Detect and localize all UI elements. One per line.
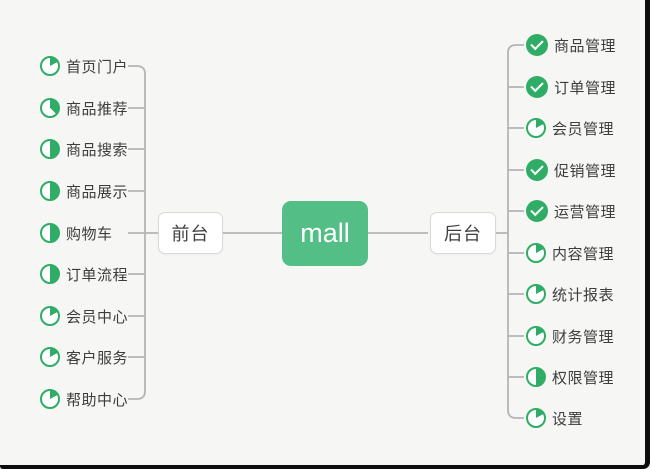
progress-pie-icon — [526, 118, 546, 138]
topic-item-help-center[interactable]: 帮助中心 — [40, 387, 128, 411]
check-circle-icon — [526, 34, 548, 56]
topic-label: 统计报表 — [552, 286, 615, 304]
topic-label: 权限管理 — [552, 369, 615, 387]
progress-pie-icon — [526, 326, 546, 346]
topic-item-permission-mgmt[interactable]: 权限管理 — [526, 365, 614, 389]
topic-label: 财务管理 — [552, 328, 615, 346]
root-label: mall — [300, 218, 350, 248]
progress-pie-icon — [40, 264, 60, 284]
topic-label: 会员管理 — [552, 120, 615, 138]
progress-pie-icon — [40, 181, 60, 201]
topic-item-product-recommend[interactable]: 商品推荐 — [40, 96, 128, 120]
check-circle-icon — [526, 200, 548, 222]
branch-label: 后台 — [444, 224, 482, 244]
topic-label: 商品管理 — [554, 37, 617, 55]
branch-node-backend[interactable]: 后台 — [430, 212, 496, 254]
topic-label: 运营管理 — [554, 203, 617, 221]
topic-item-operation-mgmt[interactable]: 运营管理 — [526, 199, 616, 223]
topic-item-member-mgmt[interactable]: 会员管理 — [526, 116, 614, 140]
topic-item-product-search[interactable]: 商品搜索 — [40, 137, 128, 161]
topic-label: 订单管理 — [554, 79, 617, 97]
topic-item-member-center[interactable]: 会员中心 — [40, 304, 128, 328]
progress-pie-icon — [526, 284, 546, 304]
progress-pie-icon — [40, 347, 60, 367]
progress-pie-icon — [40, 139, 60, 159]
progress-pie-icon — [526, 408, 546, 428]
branch-node-frontend[interactable]: 前台 — [158, 212, 223, 254]
topic-item-content-mgmt[interactable]: 内容管理 — [526, 241, 614, 265]
branch-label: 前台 — [171, 224, 210, 244]
progress-pie-icon — [40, 306, 60, 326]
topic-label: 商品推荐 — [66, 100, 129, 118]
topic-item-cart[interactable]: 购物车 — [40, 221, 113, 245]
topic-item-product-display[interactable]: 商品展示 — [40, 179, 128, 203]
progress-pie-icon — [526, 367, 546, 387]
topic-item-finance-mgmt[interactable]: 财务管理 — [526, 324, 614, 348]
topic-label: 商品搜索 — [66, 141, 129, 159]
progress-pie-icon — [40, 56, 60, 76]
topic-label: 帮助中心 — [66, 391, 129, 409]
topic-label: 订单流程 — [66, 266, 129, 284]
topic-item-home-portal[interactable]: 首页门户 — [40, 54, 128, 78]
topic-label: 内容管理 — [552, 245, 615, 263]
topic-label: 购物车 — [66, 225, 113, 243]
check-circle-icon — [526, 159, 548, 181]
topic-label: 客户服务 — [66, 349, 129, 367]
topic-label: 商品展示 — [66, 183, 129, 201]
progress-pie-icon — [40, 98, 60, 118]
root-node-mall[interactable]: mall — [282, 201, 368, 266]
check-circle-icon — [526, 76, 548, 98]
topic-item-promotion-mgmt[interactable]: 促销管理 — [526, 158, 616, 182]
progress-pie-icon — [526, 243, 546, 263]
progress-pie-icon — [40, 223, 60, 243]
topic-item-order-flow[interactable]: 订单流程 — [40, 262, 128, 286]
topic-item-statistics-report[interactable]: 统计报表 — [526, 282, 614, 306]
topic-item-order-mgmt[interactable]: 订单管理 — [526, 75, 616, 99]
topic-item-settings[interactable]: 设置 — [526, 406, 583, 430]
topic-label: 促销管理 — [554, 162, 617, 180]
topic-item-product-mgmt[interactable]: 商品管理 — [526, 33, 616, 57]
topic-label: 首页门户 — [66, 58, 129, 76]
topic-item-customer-service[interactable]: 客户服务 — [40, 345, 128, 369]
topic-label: 设置 — [552, 410, 584, 428]
progress-pie-icon — [40, 389, 60, 409]
topic-label: 会员中心 — [66, 308, 129, 326]
